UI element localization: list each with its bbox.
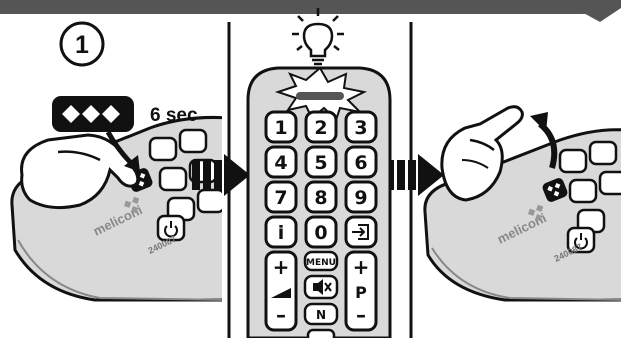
keypad: 1 2 3 4 5 6 7 8 9 i 0 xyxy=(264,110,378,249)
hand-right xyxy=(440,105,524,202)
keypad-key-0-0[interactable]: 1 xyxy=(264,110,298,144)
keypad-key-1-0[interactable]: 4 xyxy=(264,145,298,179)
mute-button[interactable] xyxy=(303,274,339,300)
keypad-key-label: 5 xyxy=(314,152,327,174)
program-rocker[interactable]: + P – xyxy=(344,250,378,332)
brand-mark-left xyxy=(124,196,140,214)
panel-left: meliconi 240087 6 sec xyxy=(10,96,222,302)
prog-label: P xyxy=(355,283,367,302)
keypad-key-label: 3 xyxy=(354,117,367,139)
wave-key-on-remote-right xyxy=(542,178,568,202)
power-icon xyxy=(164,221,178,238)
keypad-key-2-0[interactable]: 7 xyxy=(264,180,298,214)
volume-ramp-icon xyxy=(271,288,291,298)
arrow-right-icon xyxy=(192,154,250,196)
wave-key-callout xyxy=(52,96,134,132)
hold-duration-label: 6 sec xyxy=(150,105,198,126)
keypad-key-label: 9 xyxy=(354,187,367,209)
volume-rocker[interactable]: + – xyxy=(264,250,298,332)
keypad-key-3-2[interactable] xyxy=(344,215,378,249)
keypad-key-label: 4 xyxy=(274,152,287,174)
lightbulb-icon xyxy=(292,8,344,66)
menu-label: MENU xyxy=(306,258,336,268)
header-bar xyxy=(0,0,621,22)
prog-minus-label: – xyxy=(356,303,366,327)
step-number: 1 xyxy=(75,31,89,59)
vol-plus-label: + xyxy=(273,255,290,279)
source-input-icon xyxy=(352,224,369,240)
power-icon-right xyxy=(574,233,588,250)
keypad-key-label: 2 xyxy=(314,117,327,139)
keypad-key-0-2[interactable]: 3 xyxy=(344,110,378,144)
keypad-key-1-1[interactable]: 5 xyxy=(304,145,338,179)
hand-left xyxy=(20,133,140,210)
keypad-key-label: 0 xyxy=(314,222,327,244)
keypad-key-label: 8 xyxy=(314,187,327,209)
keypad-key-label: 6 xyxy=(354,152,367,174)
vol-minus-label: – xyxy=(276,303,286,327)
keypad-key-label: i xyxy=(278,222,285,244)
panel-middle: 1 2 3 4 5 6 7 8 9 i 0 + – + P – MENU N xyxy=(246,66,392,338)
keypad-key-0-1[interactable]: 2 xyxy=(304,110,338,144)
panel-right: meliconi 240087 xyxy=(423,105,621,302)
n-label: N xyxy=(316,308,326,322)
keypad-key-label: 1 xyxy=(274,117,287,139)
prog-plus-label: + xyxy=(353,255,370,279)
n-button[interactable]: N xyxy=(303,302,339,326)
keypad-key-3-0[interactable]: i xyxy=(264,215,298,249)
mute-icon xyxy=(313,279,332,295)
keypad-key-1-2[interactable]: 6 xyxy=(344,145,378,179)
ir-led xyxy=(296,92,344,100)
keypad-key-2-1[interactable]: 8 xyxy=(304,180,338,214)
step-number-badge: 1 xyxy=(59,21,105,67)
keypad-key-3-1[interactable]: 0 xyxy=(304,215,338,249)
keypad-key-2-2[interactable]: 9 xyxy=(344,180,378,214)
brand-mark-right xyxy=(528,204,544,222)
menu-button[interactable]: MENU xyxy=(303,250,339,272)
keypad-key-label: 7 xyxy=(274,187,287,209)
